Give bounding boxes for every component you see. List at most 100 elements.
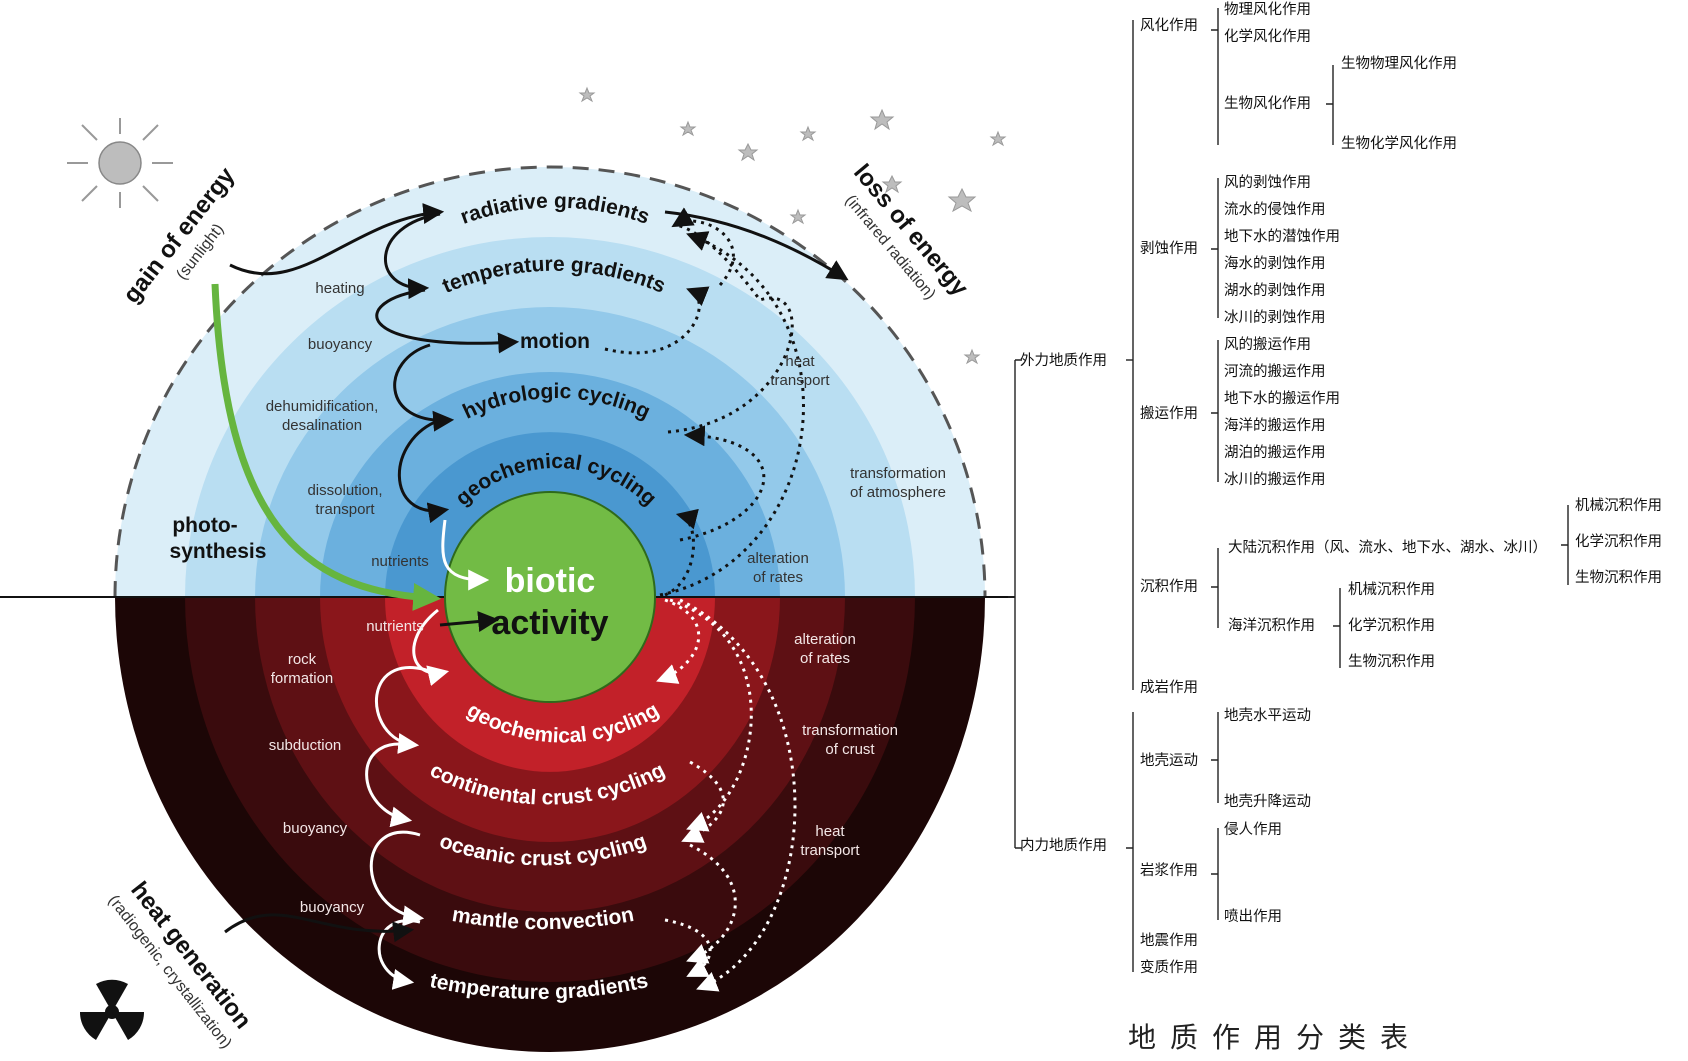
process-label: alteration: [747, 550, 809, 567]
process-label: dissolution,: [307, 482, 382, 499]
buoyancy-arrow: [375, 288, 520, 354]
transport-label: 搬运作用: [1140, 405, 1198, 422]
heat-transport-dotted-lower-2: [664, 918, 712, 977]
earthquake-label: 地震作用: [1140, 932, 1198, 949]
star-icon: [989, 130, 1007, 147]
process-label: alteration: [794, 631, 856, 648]
process-label: buoyancy: [308, 336, 373, 353]
star-icon: [679, 120, 697, 137]
process-label: of rates: [753, 569, 803, 586]
tree-leaf: 流水的侵蚀作用: [1224, 201, 1326, 218]
metamorphism-label: 变质作用: [1140, 959, 1198, 976]
star-icon: [737, 142, 759, 162]
star-icon: [799, 125, 817, 142]
buoyancy-arrow-1: [369, 830, 425, 927]
tree-leaf: 河流的搬运作用: [1224, 363, 1326, 380]
star-icon: [947, 187, 977, 213]
process-label: subduction: [269, 737, 342, 754]
process-label: desalination: [282, 417, 362, 434]
alteration-rates-dotted-lower-2: [669, 598, 753, 832]
tree-leaf: 地下水的搬运作用: [1224, 390, 1340, 407]
process-label: of crust: [825, 741, 875, 758]
buoyancy-arrow-2: [377, 919, 421, 990]
stars-group: [578, 86, 1007, 365]
process-label: nutrients: [371, 553, 429, 570]
erosion-brace: [1211, 178, 1219, 318]
motion-dotted-arrow: [604, 286, 710, 355]
tree-title: 地质作用分类表: [1128, 1021, 1422, 1054]
atmosphere-boundary: [113, 165, 987, 598]
process-label: transport: [315, 501, 375, 518]
heat-generation-arrow: [224, 913, 415, 943]
transport-brace: [1211, 340, 1219, 482]
dehumidification-arrow: [393, 343, 455, 432]
alteration-rates-dotted-lower-1: [656, 598, 701, 684]
process-label: transformation: [850, 465, 946, 482]
tree-leaf: 喷出作用: [1224, 908, 1282, 925]
crustal-movement-label: 地壳运动: [1140, 752, 1198, 769]
star-icon: [963, 348, 981, 365]
subduction-arrow: [365, 742, 413, 828]
crustal-brace: [1211, 712, 1219, 803]
deposition-label: 沉积作用: [1140, 578, 1198, 595]
star-icon: [881, 174, 903, 194]
sun-icon: [67, 118, 173, 208]
radiation-icon: [79, 979, 145, 1040]
photosynthesis-to-core-arrow: [439, 611, 500, 632]
heating-arrow: [384, 212, 441, 300]
marine-brace: [1333, 588, 1341, 668]
tree-leaf: 机械沉积作用: [1575, 497, 1662, 514]
upper-right-processes: heat transport transformation of atmosph…: [747, 353, 946, 586]
photosynthesis-label-1: photo-: [172, 514, 237, 537]
upper-solid-arrows: [229, 203, 849, 524]
tree-leaf: 物理风化作用: [1224, 1, 1311, 18]
tree-leaf: 地下水的潜蚀作用: [1224, 228, 1340, 245]
continental-deposition-label: 大陆沉积作用（风、流水、地下水、湖水、冰川）: [1228, 539, 1547, 556]
internal-brace: [1126, 712, 1134, 972]
lower-right-processes: alteration of rates transformation of cr…: [794, 631, 898, 859]
rock-formation-arrow: [374, 666, 441, 754]
tree-leaf: 生物化学风化作用: [1341, 135, 1457, 152]
star-icon: [789, 208, 807, 225]
erosion-label: 剥蚀作用: [1140, 240, 1198, 257]
photosynthesis-label-2: synthesis: [170, 540, 267, 563]
tree-leaf: 海洋的搬运作用: [1224, 417, 1326, 434]
lower-left-processes: nutrients rock formation subduction buoy…: [269, 618, 424, 916]
dissolution-arrow: [397, 418, 450, 524]
process-label: transport: [770, 372, 830, 389]
process-label: transport: [800, 842, 860, 859]
tree-leaf: 风的剥蚀作用: [1224, 174, 1311, 191]
diagenesis-label: 成岩作用: [1140, 679, 1198, 696]
root-external-label: 外力地质作用: [1020, 352, 1107, 369]
photosynthesis-arrow: [211, 283, 442, 611]
heat-transport-dotted-1: [671, 207, 735, 286]
sun-to-radiative-arrow: [229, 203, 445, 276]
tree-leaf: 冰川的剥蚀作用: [1224, 309, 1326, 326]
process-label: buoyancy: [300, 899, 365, 916]
tree-leaf: 地壳升降运动: [1224, 793, 1311, 810]
tree-leaf: 海水的剥蚀作用: [1224, 255, 1326, 272]
tree-leaf: 冰川的搬运作用: [1224, 471, 1326, 488]
process-label: transformation: [802, 722, 898, 739]
process-label: nutrients: [366, 618, 424, 635]
tree-leaf: 生物物理风化作用: [1341, 55, 1457, 72]
root-internal-label: 内力地质作用: [1020, 837, 1107, 854]
weathering-brace: [1211, 8, 1219, 145]
upper-dotted-arrows: [604, 207, 805, 597]
heat-transport-dotted-lower-3: [679, 598, 797, 992]
weathering-label: 风化作用: [1140, 17, 1198, 34]
upper-left-processes: heating buoyancy dehumidification, desal…: [266, 280, 429, 570]
bio-weathering-label: 生物风化作用: [1224, 95, 1311, 112]
biotic-core: [444, 491, 656, 703]
tree-leaf: 化学沉积作用: [1348, 617, 1435, 634]
classification-tree: 外力地质作用 内力地质作用 风化作用 物理风化作用 化学风化作用 生物风化作用 …: [1008, 1, 1662, 1054]
process-label: of rates: [800, 650, 850, 667]
gain-of-energy-label: gain of energy (sunlight): [118, 162, 241, 308]
alteration-rates-dotted-2: [664, 508, 699, 597]
tree-leaf: 湖泊的搬运作用: [1224, 444, 1326, 461]
star-icon: [578, 86, 596, 103]
upper-cycle-label: motion: [520, 330, 590, 353]
magmatism-label: 岩浆作用: [1140, 861, 1198, 879]
deposition-brace: [1211, 548, 1219, 628]
